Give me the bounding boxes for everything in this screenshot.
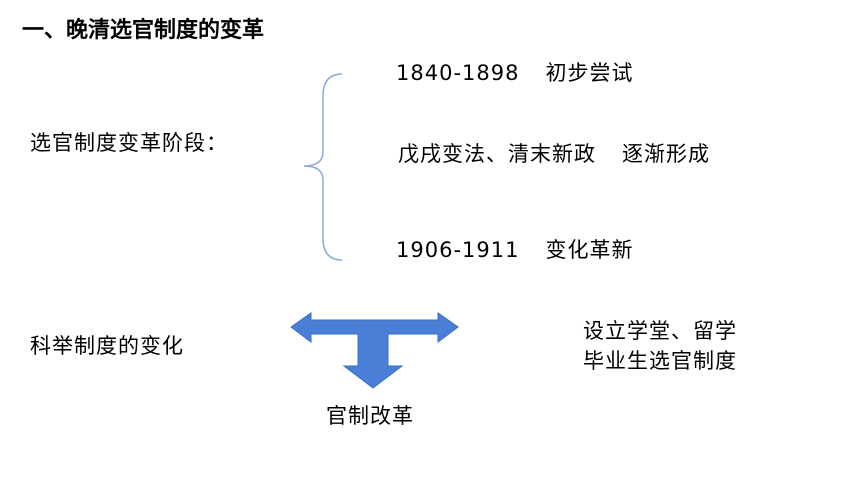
stage-3-desc: 变化革新 (545, 238, 634, 262)
stage-2: 戊戌变法、清末新政 逐渐形成 (398, 140, 710, 168)
stage-2-desc: 逐渐形成 (622, 142, 710, 166)
stage-1-period: 1840-1898 (396, 61, 520, 85)
page-title: 一、晚清选官制度的变革 (22, 18, 265, 43)
stage-3: 1906-1911 变化革新 (396, 236, 633, 264)
stage-2-period: 戊戌变法、清末新政 (398, 142, 596, 166)
stage-1-desc: 初步尝试 (545, 61, 634, 85)
school-system-label: 设立学堂、留学 毕业生选官制度 (583, 316, 737, 376)
official-reform-label: 官制改革 (326, 404, 414, 428)
t-shaped-arrow (290, 312, 459, 389)
stages-label: 选官制度变革阶段： (30, 131, 228, 155)
stage-1: 1840-1898 初步尝试 (396, 59, 633, 87)
stage-3-period: 1906-1911 (396, 238, 520, 262)
keju-change-label: 科举制度的变化 (30, 334, 184, 358)
school-system-line-2: 毕业生选官制度 (583, 349, 737, 373)
left-brace (303, 73, 343, 261)
school-system-line-1: 设立学堂、留学 (583, 319, 737, 343)
